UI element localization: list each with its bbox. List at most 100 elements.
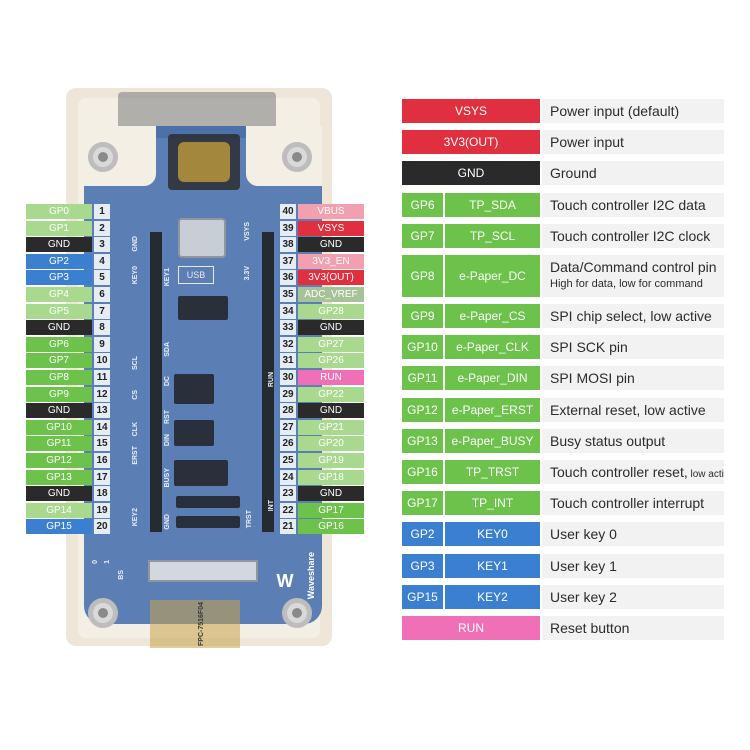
pin-number: 9 (94, 336, 110, 352)
pin-label: GND (26, 486, 92, 502)
pin-label: GP21 (298, 419, 364, 435)
legend-gpio-label: GP8 (402, 255, 443, 297)
pin-label: GP12 (26, 453, 92, 468)
legend-function-label: e-Paper_CLK (445, 335, 540, 360)
pin-number: 26 (280, 436, 296, 452)
ic-chip (178, 296, 228, 320)
pin-number: 38 (280, 237, 296, 253)
silk-label: DIN (164, 434, 171, 447)
usb-silk-label: USB (178, 266, 214, 284)
pin-label: GP28 (298, 303, 364, 319)
legend-gpio-label: GP6 (402, 192, 443, 217)
pin-number: 37 (280, 253, 296, 269)
pin-number: 32 (280, 336, 296, 352)
ic-chip (176, 516, 240, 528)
pin-label: GND (298, 486, 364, 502)
legend-function-label: e-Paper_BUSY (445, 428, 540, 453)
pin-number: 2 (94, 220, 110, 236)
pin-label: 3V3(OUT) (298, 270, 364, 286)
pin-number: 31 (280, 353, 296, 369)
legend-description: SPI MOSI pin (542, 366, 724, 391)
legend-function-label: TP_TRST (445, 460, 540, 484)
pin-number: 29 (280, 386, 296, 402)
silk-label: SDA (164, 342, 171, 357)
pin-label: GND (298, 237, 364, 253)
legend-description-main: Touch controller reset, (550, 464, 688, 480)
pin-number: 16 (94, 453, 110, 468)
pin-label: GP16 (298, 519, 364, 535)
pin-label: GND (26, 320, 92, 336)
legend-row: 3V3(OUT)Power input (402, 130, 724, 155)
pin-number: 30 (280, 370, 296, 385)
ic-chip (174, 460, 228, 486)
fpc-connector (148, 560, 258, 582)
pin-label: GP9 (26, 386, 92, 402)
legend-function-label: KEY2 (445, 584, 540, 609)
pin-label: VBUS (298, 204, 364, 219)
pin-label: GP20 (298, 436, 364, 452)
pin-number: 17 (94, 469, 110, 485)
silk-label: 3.3V (244, 266, 251, 281)
silk-label: TRST (246, 510, 253, 529)
sensor-chip (168, 134, 240, 190)
pin-label: GP17 (298, 502, 364, 518)
pin-label: GP19 (298, 453, 364, 468)
legend-description: External reset, low active (542, 397, 724, 422)
waveshare-logo-text: Waveshare (306, 552, 316, 600)
header-strip-right (262, 232, 274, 532)
mount-hole-top-left (88, 142, 118, 172)
silk-label: 1 (104, 560, 111, 564)
mount-hole-bottom-right (282, 598, 312, 628)
fpc-label: FPC-7516F04 (198, 602, 205, 646)
pin-number: 14 (94, 419, 110, 435)
legend-gpio-label: GP10 (402, 335, 443, 360)
silk-label: CS (132, 390, 139, 400)
fpc-cable (150, 600, 240, 648)
silk-label: INT (268, 500, 275, 512)
pin-number: 15 (94, 436, 110, 452)
pin-number: 21 (280, 519, 296, 535)
pin-label: GP7 (26, 353, 92, 369)
silk-label: DC (164, 376, 171, 387)
pin-label: GP22 (298, 386, 364, 402)
pin-label: GP27 (298, 336, 364, 352)
pin-number: 35 (280, 287, 296, 302)
legend-description-sub: High for data, low for command (550, 278, 703, 290)
legend-description: User key 2 (542, 584, 724, 609)
pin-number: 33 (280, 320, 296, 336)
pin-label: GP15 (26, 519, 92, 535)
legend-function-label: TP_INT (445, 491, 540, 516)
legend-description: User key 1 (542, 553, 724, 578)
pin-number: 20 (94, 519, 110, 535)
pin-label: GP5 (26, 303, 92, 319)
pin-label: GND (298, 403, 364, 419)
legend-description: Touch controller reset, low active (542, 460, 724, 484)
legend-function-label: TP_SCL (445, 223, 540, 248)
mount-hole-top-right (282, 142, 312, 172)
silk-label: KEY0 (132, 266, 139, 285)
silk-label: VSYS (244, 222, 251, 241)
pin-label: GP10 (26, 419, 92, 435)
